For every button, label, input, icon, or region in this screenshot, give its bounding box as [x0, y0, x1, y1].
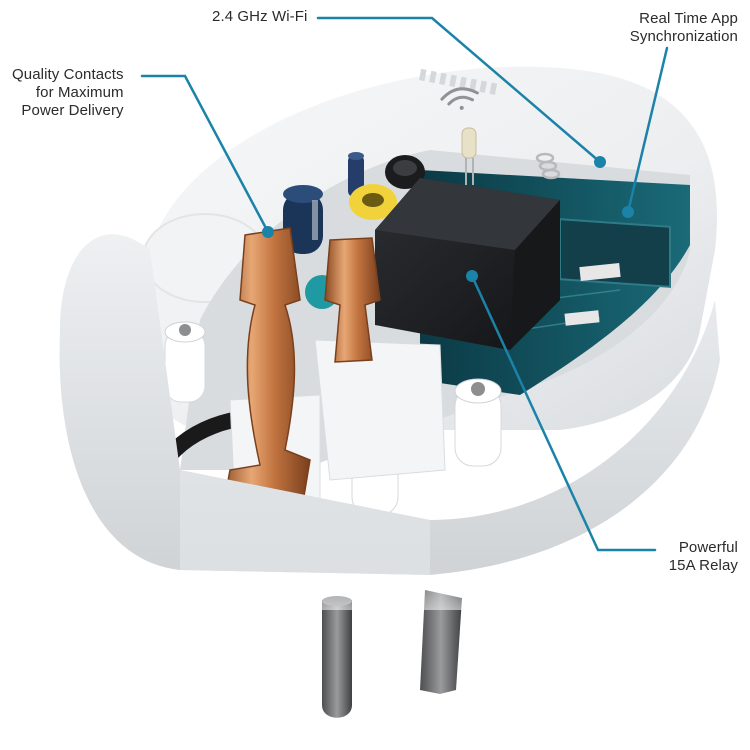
- copper-contact: [324, 237, 381, 363]
- callout-dot-relay: [466, 270, 478, 282]
- capacitor: [348, 152, 364, 197]
- inductor: [349, 184, 397, 220]
- callout-line-relay: [470, 274, 657, 552]
- callout-dot-wifi: [594, 156, 606, 168]
- pcb-component: [579, 262, 621, 282]
- callout-line-sync: [626, 46, 669, 214]
- callout-contacts-line1: Quality Contacts: [12, 66, 124, 83]
- callout-relay-line1: Powerful: [678, 539, 738, 556]
- callout-sync-line2: Synchronization: [629, 28, 738, 45]
- led-indicator: [461, 127, 477, 185]
- callout-app-sync: Real Time App Synchronization: [630, 10, 738, 46]
- prong-fade: [300, 570, 500, 610]
- plug-prong-ground: [322, 596, 352, 718]
- capacitor: [283, 185, 323, 254]
- callout-lines: [140, 16, 669, 552]
- callout-dots: [262, 156, 634, 282]
- screw-post: [454, 378, 502, 467]
- callout-line-wifi: [316, 16, 602, 164]
- callout-contacts-line2: for Maximum: [35, 84, 124, 101]
- relay-block: [375, 178, 560, 350]
- plug-prong-blade: [420, 590, 462, 694]
- contact-insulator: [314, 339, 446, 481]
- callout-contacts-line3: Power Delivery: [21, 102, 124, 119]
- callout-wifi: 2.4 GHz Wi-Fi: [212, 8, 307, 26]
- callout-relay-line2: 15A Relay: [668, 557, 738, 574]
- capacitor: [385, 155, 425, 189]
- callout-dot-contacts: [262, 226, 274, 238]
- pcb-component: [564, 310, 600, 326]
- callout-line-contacts: [140, 74, 270, 234]
- callout-relay: Powerful 15A Relay: [669, 539, 738, 575]
- screw-post: [164, 321, 206, 403]
- callout-quality-contacts: Quality Contacts for Maximum Power Deliv…: [12, 66, 124, 120]
- callout-dot-sync: [622, 206, 634, 218]
- antenna-spring: [535, 152, 561, 180]
- callout-sync-line1: Real Time App: [639, 10, 738, 27]
- callout-wifi-line1: 2.4 GHz Wi-Fi: [212, 8, 308, 25]
- wifi-icon: [440, 87, 479, 110]
